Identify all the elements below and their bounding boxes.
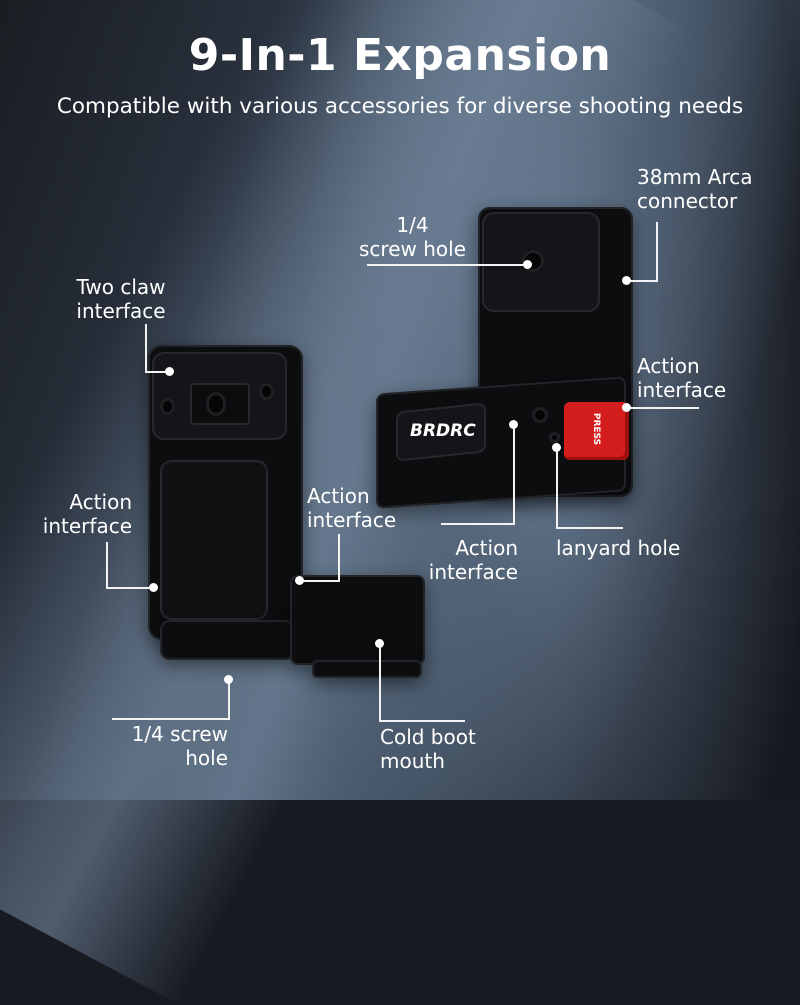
leader-line [556, 448, 558, 528]
label-arca-connector: 38mm Arca connector [637, 165, 753, 213]
leader-line [300, 580, 340, 582]
leader-line [379, 644, 381, 722]
back-pad [160, 460, 268, 620]
callout-dot [523, 260, 532, 269]
leader-line [145, 324, 147, 372]
leader-line [112, 718, 230, 720]
callout-dot [509, 420, 518, 429]
brand-logo: BRDRC [410, 421, 476, 441]
callout-dot [149, 583, 158, 592]
bottom-bar [160, 620, 295, 660]
label-action-center: Action interface [400, 536, 518, 584]
label-cold-boot: Cold boot mouth [380, 725, 476, 773]
claw-hole-right [259, 383, 274, 400]
label-line-2: interface [76, 299, 166, 323]
leader-line [656, 222, 658, 282]
label-action-center-left: Action interface [307, 484, 396, 532]
press-label: PRESS [591, 412, 602, 446]
center-screw [206, 392, 226, 416]
leader-line [338, 534, 340, 581]
label-line-2: interface [637, 378, 727, 402]
callout-dot [165, 367, 174, 376]
label-line-2: connector [637, 189, 738, 213]
callout-dot [295, 576, 304, 585]
side-hole [532, 407, 548, 423]
label-line-1: Cold boot [380, 725, 476, 749]
label-line-2: screw hole [359, 237, 466, 261]
label-line-1: Action [69, 490, 132, 514]
label-two-claw: Two claw interface [62, 275, 180, 323]
cold-shoe-block [290, 575, 425, 665]
leader-line [379, 720, 465, 722]
label-action-right: Action interface [637, 354, 726, 402]
label-screw-hole-top: 1/4 screw hole [350, 213, 475, 261]
callout-dot [552, 443, 561, 452]
label-line-2: interface [42, 514, 132, 538]
label-line-1: 1/4 [396, 213, 429, 237]
callout-dot [224, 675, 233, 684]
press-button [564, 402, 629, 460]
label-line-2: interface [428, 560, 518, 584]
label-action-left: Action interface [20, 490, 132, 538]
label-lanyard-hole: lanyard hole [556, 536, 681, 560]
leader-line [627, 280, 658, 282]
leader-line [228, 680, 230, 720]
label-line-1: Action [307, 484, 370, 508]
label-line-1: Two claw [76, 275, 166, 299]
leader-line [145, 371, 169, 373]
label-line-2: mouth [380, 749, 445, 773]
label-line-1: Action [455, 536, 518, 560]
label-line-1: Action [637, 354, 700, 378]
page-title: 9-In-1 Expansion [188, 30, 612, 81]
claw-hole-left [160, 398, 175, 415]
leader-line [627, 407, 699, 409]
leader-line [106, 542, 108, 588]
label-line-2: interface [307, 508, 397, 532]
leader-line [441, 523, 515, 525]
label-line-1: 1/4 screw [131, 722, 228, 746]
label-line-2: hole [185, 746, 228, 770]
leader-line [556, 527, 623, 529]
callout-dot [622, 276, 631, 285]
lanyard-hole [549, 432, 560, 443]
cold-shoe-base [312, 660, 422, 678]
page-subtitle: Compatible with various accessories for … [56, 94, 744, 119]
label-line-1: 38mm Arca [637, 165, 753, 189]
label-screw-hole-bottom: 1/4 screw hole [100, 722, 228, 770]
leader-line [367, 264, 529, 266]
callout-dot [375, 639, 384, 648]
leader-line [513, 424, 515, 525]
leader-line [106, 587, 154, 589]
callout-dot [622, 403, 631, 412]
